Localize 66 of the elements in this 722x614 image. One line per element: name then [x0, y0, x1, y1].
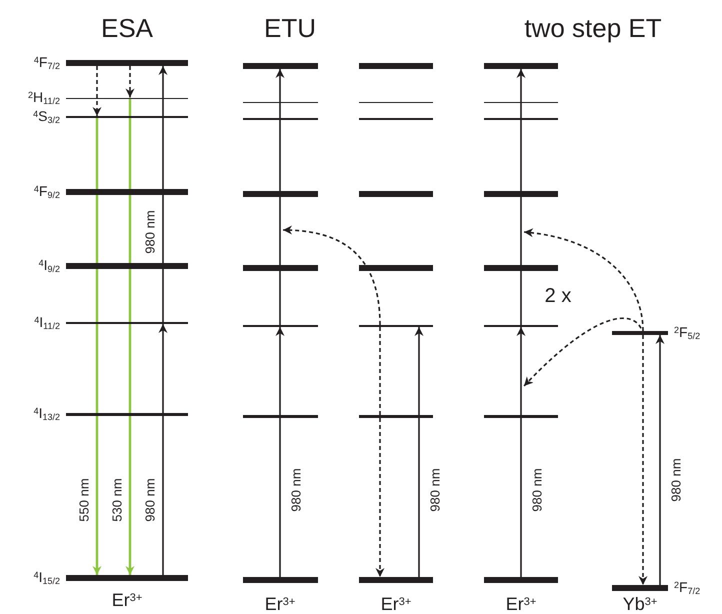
energy-level-bar: [612, 331, 668, 335]
energy-level-bar: [484, 265, 558, 271]
energy-level-bar: [243, 577, 318, 583]
edge-label: 980 nm: [290, 467, 302, 513]
transition-arrow: [276, 327, 284, 577]
column-title: ESA: [100, 15, 154, 41]
term-symbol: $^{2}$F$_{5/2}$: [674, 325, 700, 339]
edge-label: 980 nm: [670, 457, 682, 503]
multiplier-label: 2 x: [544, 286, 572, 306]
term-symbol: $^{4}$F$_{9/2}$: [34, 184, 60, 198]
dashed-arrow: [638, 335, 648, 585]
transition-arrow: [516, 327, 526, 577]
energy-level-bar: [359, 191, 433, 197]
transition-arrow: [158, 324, 168, 575]
term-symbol: $^{4}$I$_{15/2}$: [34, 570, 60, 584]
edge-label: 980 nm: [428, 467, 442, 513]
column-title: ETU: [264, 15, 316, 41]
energy-level-bar: [66, 412, 188, 416]
term-symbol: $^{2}$H$_{11/2}$: [28, 90, 60, 104]
term-symbol: $^{4}$S$_{3/2}$: [33, 109, 60, 123]
transition-arrow: [126, 98, 134, 575]
edge-label: 550 nm: [78, 477, 90, 523]
energy-level-bar: [484, 577, 558, 583]
ion-label: Er$^{3+}$: [264, 595, 296, 613]
term-symbol: $^{4}$I$_{9/2}$: [38, 258, 60, 272]
energy-level-bar: [66, 60, 188, 66]
transition-arrow: [414, 327, 424, 577]
energy-level-bar: [359, 577, 433, 583]
energy-level-bar: [359, 414, 433, 418]
edge-label: 530 nm: [110, 477, 124, 523]
energy-level-bar: [66, 575, 188, 581]
term-symbol: $^{4}$F$_{7/2}$: [34, 55, 60, 69]
energy-level-bar: [359, 265, 433, 271]
transition-arrow: [516, 69, 526, 325]
energy-level-bar: [484, 414, 558, 418]
edge-label: 980 nm: [144, 477, 156, 523]
column-title: two step ET: [524, 15, 662, 41]
energy-level-bar: [612, 585, 668, 591]
energy-level-bar: [484, 191, 558, 197]
energy-level-bar: [484, 63, 558, 69]
term-symbol: $^{4}$I$_{13/2}$: [34, 406, 60, 420]
ion-label: Er$^{3+}$: [112, 591, 142, 609]
dashed-arrow: [524, 228, 644, 332]
dashed-arrow: [523, 317, 644, 387]
transition-arrow: [92, 118, 102, 575]
ion-label: Yb$^{3+}$: [622, 595, 658, 613]
energy-level-bar: [66, 263, 188, 269]
dashed-arrow: [92, 66, 102, 116]
transition-arrow: [656, 335, 664, 585]
energy-level-bar: [66, 189, 188, 195]
energy-level-bar: [243, 63, 318, 69]
edge-label: 980 nm: [144, 209, 156, 255]
dashed-arrow: [126, 66, 134, 98]
term-symbol: $^{2}$F$_{7/2}$: [674, 580, 700, 594]
transition-arrow: [158, 66, 168, 322]
energy-level-bar: [243, 414, 318, 418]
term-symbol: $^{4}$I$_{11/2}$: [34, 315, 60, 329]
energy-level-bar: [243, 265, 318, 271]
edge-label: 980 nm: [530, 467, 544, 513]
energy-level-bar: [359, 63, 433, 69]
dashed-arrow: [376, 327, 384, 577]
ion-label: Er$^{3+}$: [506, 595, 536, 613]
transition-arrow: [276, 69, 284, 325]
energy-level-bar: [243, 191, 318, 197]
ion-label: Er$^{3+}$: [380, 595, 412, 613]
dashed-arrow: [282, 226, 381, 326]
